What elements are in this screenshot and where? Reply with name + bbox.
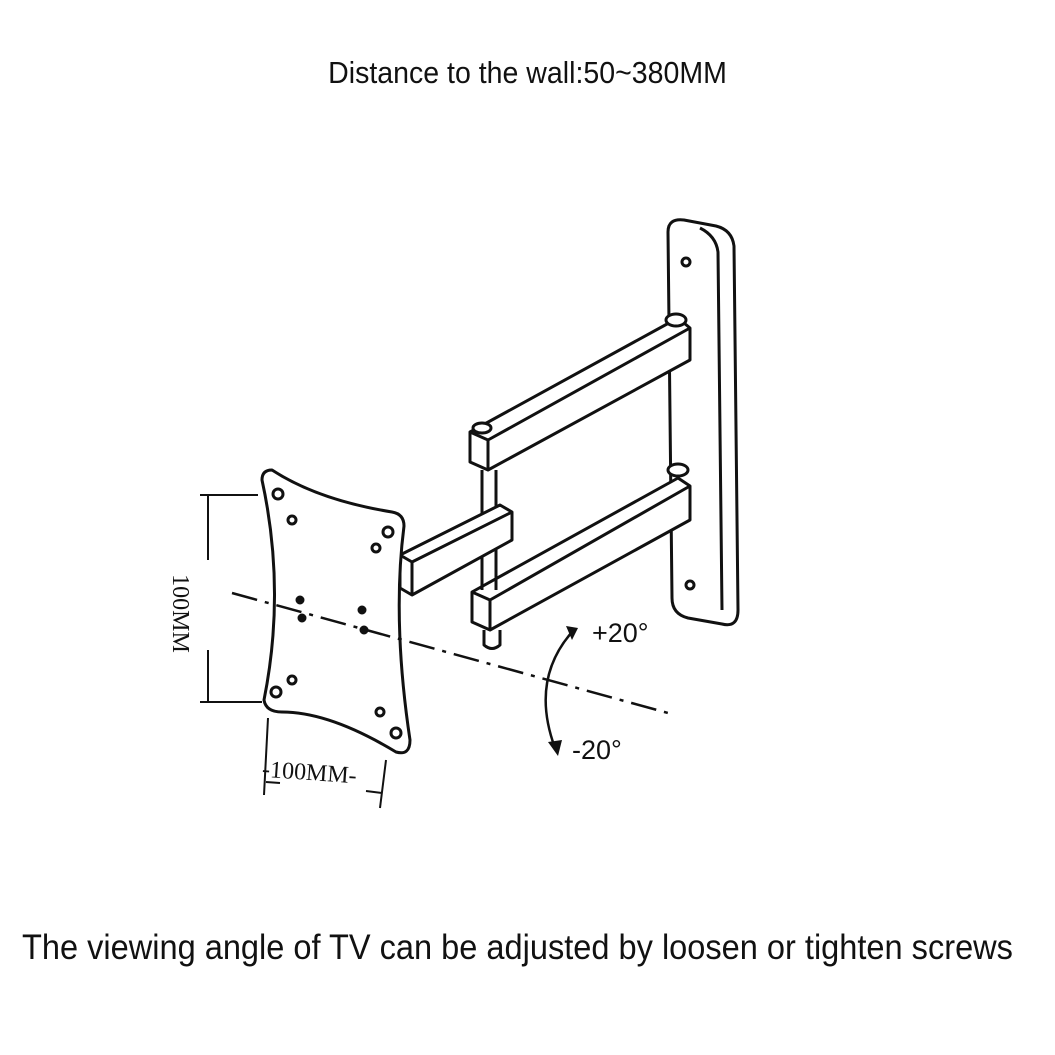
- wall-plate: [666, 218, 740, 627]
- tilt-down-label: -20°: [572, 735, 622, 765]
- height-dimension-label: 100MM: [166, 574, 193, 653]
- lower-arm: [470, 462, 692, 650]
- tilt-arc-arrow: [544, 631, 573, 749]
- tilt-axis-line: [231, 591, 669, 715]
- upper-arm: [468, 312, 692, 472]
- title: Distance to the wall:50~380MM: [328, 55, 727, 90]
- vesa-plate: [260, 468, 412, 755]
- tilt-up-label: +20°: [592, 618, 649, 648]
- caption: The viewing angle of TV can be adjusted …: [22, 928, 1013, 967]
- dimension-lines: [200, 494, 387, 809]
